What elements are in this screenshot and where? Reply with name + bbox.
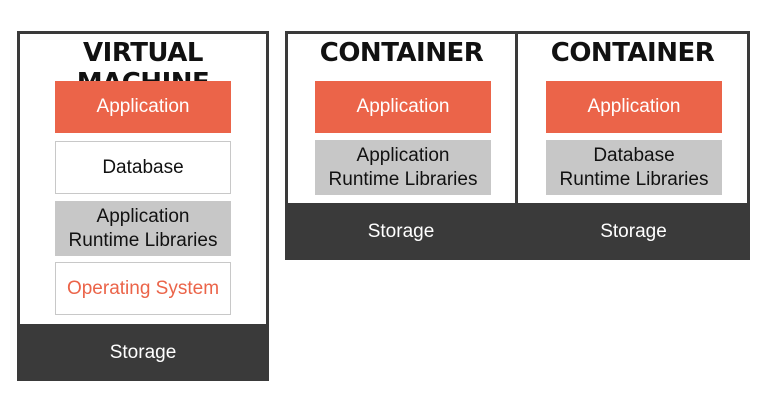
vm-storage: Storage (17, 324, 269, 381)
container-2-storage: Storage (517, 203, 750, 260)
container-2-application-layer: Application (546, 81, 722, 133)
container-1-runtime-libraries-layer: Application Runtime Libraries (315, 140, 491, 195)
vm-database-layer: Database (55, 141, 231, 194)
container-1-storage: Storage (285, 203, 517, 260)
container-2-title: CONTAINER (550, 38, 715, 68)
container-2-runtime-libraries-layer: Database Runtime Libraries (546, 140, 722, 195)
container-1-application-layer: Application (315, 81, 491, 133)
vm-runtime-libraries-layer: Application Runtime Libraries (55, 201, 231, 256)
container-1-title: CONTAINER (319, 38, 484, 68)
container-divider (515, 31, 518, 206)
vm-operating-system-layer: Operating System (55, 262, 231, 315)
vm-application-layer: Application (55, 81, 231, 133)
